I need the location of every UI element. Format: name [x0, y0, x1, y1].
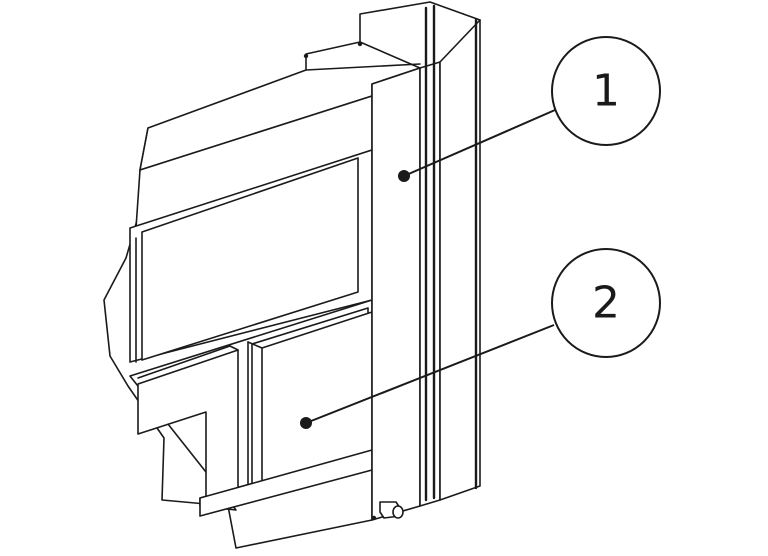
top-cap-pin-2	[357, 41, 363, 47]
vertical-profile-rail	[419, 61, 441, 507]
bottom-bolt-head	[392, 505, 404, 519]
callout-1: 1	[551, 36, 661, 146]
vertical-profile	[371, 67, 421, 521]
callout-2: 2	[551, 248, 661, 358]
bottom-pin	[371, 515, 377, 521]
callout-circle-2	[551, 248, 661, 358]
leader-dot-2	[300, 417, 312, 429]
top-cap-edge	[305, 63, 421, 71]
upper-panel	[141, 157, 359, 361]
callout-label-2: 2	[592, 278, 620, 329]
lower-left-panel-edge-2	[137, 345, 231, 379]
vertical-profile-top	[359, 1, 481, 43]
callout-label-1: 1	[592, 66, 620, 117]
leader-dot-1	[398, 170, 410, 182]
lower-right-panel-bevel-top	[247, 341, 263, 349]
callout-circle-1	[551, 36, 661, 146]
top-cap-pin	[303, 53, 309, 59]
vertical-profile-rail-2	[439, 19, 481, 501]
leader-line-1	[403, 109, 556, 177]
lower-left-panel-edge	[229, 345, 239, 351]
leader-line-2	[305, 324, 555, 424]
